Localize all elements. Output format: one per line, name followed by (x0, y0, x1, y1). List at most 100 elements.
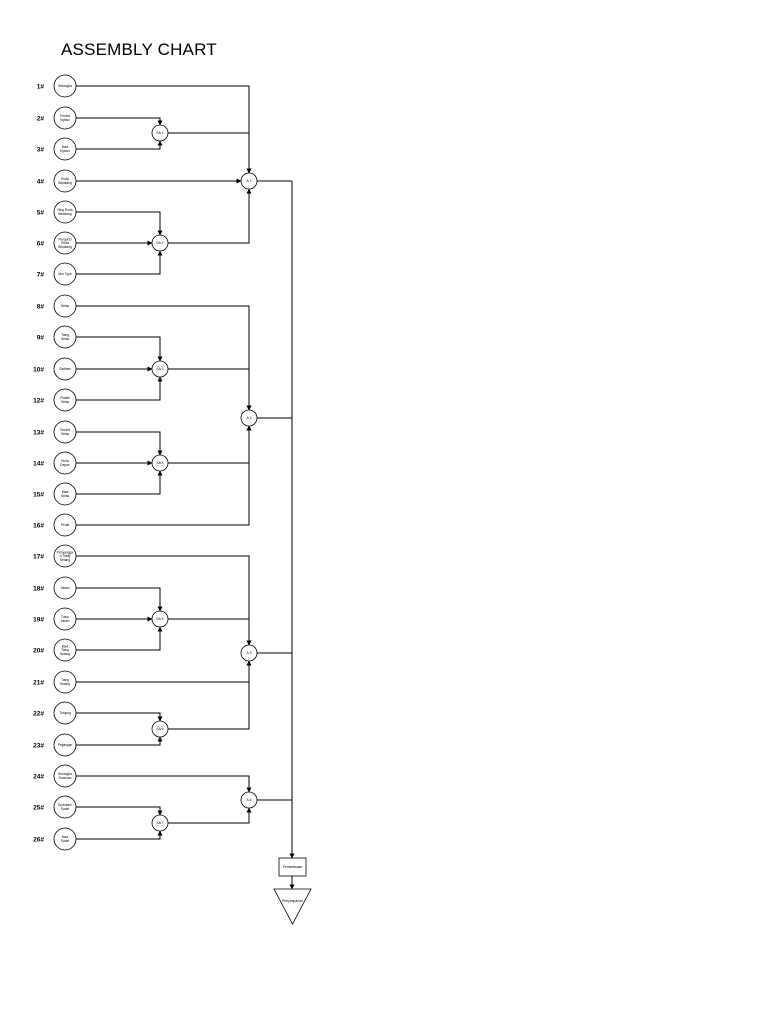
part-label: Gelas (61, 337, 70, 341)
part-label: Depan (60, 463, 70, 467)
part-label: Tombol (60, 428, 71, 432)
connector-9-sa3 (76, 336, 163, 362)
part-label: Baut (62, 490, 69, 494)
connector-16-a2 (76, 425, 252, 526)
part-label: Sadel (61, 807, 69, 811)
part-number: 9# (37, 334, 45, 341)
part-circle (53, 169, 77, 193)
connector-26-sa7 (76, 830, 163, 840)
subassembly-label: SA 5 (156, 617, 163, 621)
part-circle (53, 544, 77, 568)
part-label: Dudukan (59, 776, 72, 780)
subassembly-label: SA 6 (156, 727, 163, 731)
part-circle (53, 231, 77, 255)
part-label: Dudukan/ (58, 803, 72, 807)
part-label: Tutup (61, 615, 69, 619)
connector-21-a3 (76, 660, 252, 683)
part-label: Kipbun (60, 149, 70, 153)
part-number: 1# (37, 83, 45, 90)
connector-8-a2 (76, 305, 252, 411)
part-label: Tiang (61, 678, 69, 682)
part-label: Penyangga (57, 550, 73, 554)
part-circle (53, 482, 77, 506)
part-number: 13# (33, 429, 44, 436)
part-number: 7# (37, 271, 45, 278)
part-label: Setang (60, 558, 70, 562)
connector-sa6-a3 (168, 660, 252, 730)
part-number: 21# (33, 679, 44, 686)
part-number: 18# (33, 585, 44, 592)
part-label: Aksen (61, 619, 70, 623)
subassembly-label: SA 4 (156, 461, 163, 465)
part-label: Pedal (61, 523, 69, 527)
inspection-label: Pemeriksaan (283, 865, 303, 869)
part-label: Roda (61, 241, 69, 245)
part-label: Gelas (61, 432, 70, 436)
part-number: 5# (37, 209, 45, 216)
connector-18-sa5 (76, 587, 163, 612)
part-label: Gadiben (59, 367, 71, 371)
connector-sa2-a1 (168, 188, 252, 244)
subassembly-circle (151, 360, 169, 378)
part-number: 26# (33, 836, 44, 843)
subassembly-circle (151, 124, 169, 142)
part-label: Roda (61, 459, 69, 463)
assembly-label: A 3 (247, 651, 252, 655)
connector-24-a4 (76, 775, 252, 793)
part-label: Tutupng (59, 711, 71, 715)
part-circle (53, 357, 77, 381)
part-label: Belakang (58, 181, 72, 185)
part-circle (53, 670, 77, 694)
assembly-circle (240, 409, 258, 427)
assembly-circle (240, 172, 258, 190)
part-circle (53, 262, 77, 286)
part-label: Ring Roda (57, 208, 72, 212)
storage-label: Penyimpanan (282, 899, 303, 903)
storage-triangle (273, 888, 312, 925)
part-circle (53, 638, 77, 662)
connector-3-sa1 (76, 140, 163, 150)
part-label: Pengunci (58, 237, 72, 241)
part-number: 23# (33, 742, 44, 749)
subassembly-circle (151, 234, 169, 252)
part-circle (53, 451, 77, 475)
connector-sa3-a2 (168, 368, 252, 411)
part-number: 10# (33, 366, 44, 373)
part-number: 14# (33, 460, 44, 467)
part-label: Belakang (58, 212, 72, 216)
page-title: ASSEMBLY CHART (61, 40, 217, 59)
connector-22-sa6 (76, 712, 163, 722)
part-circle (53, 200, 77, 224)
part-circle (53, 137, 77, 161)
part-label: Setang (60, 652, 70, 656)
part-label: Gelas (61, 400, 70, 404)
subassembly-circle (151, 720, 169, 738)
assembly-circle (240, 644, 258, 662)
part-label: Gelas (61, 494, 70, 498)
part-label: Tiang (61, 648, 69, 652)
part-circle (53, 607, 77, 631)
connector-15-sa4 (76, 470, 163, 495)
part-circle (53, 795, 77, 819)
part-label: Baut (62, 644, 69, 648)
part-number: 25# (33, 804, 44, 811)
subassembly-circle (151, 814, 169, 832)
subassembly-label: SA 1 (156, 131, 163, 135)
part-circle (53, 325, 77, 349)
part-label: Sadel (61, 839, 69, 843)
part-circle (53, 388, 77, 412)
part-label: Belakang (58, 245, 72, 249)
part-circle (53, 294, 77, 318)
part-number: 24# (33, 773, 44, 780)
part-label: Baut (62, 145, 69, 149)
part-number: 19# (33, 616, 44, 623)
connector-5-sa2 (76, 211, 163, 236)
part-label: Aksen (61, 586, 70, 590)
assembly-label: A 4 (247, 798, 252, 802)
connector-2-sa1 (76, 117, 163, 126)
part-circle (53, 74, 77, 98)
part-label: Tiang (61, 333, 69, 337)
part-label: Pegangan (58, 743, 73, 747)
